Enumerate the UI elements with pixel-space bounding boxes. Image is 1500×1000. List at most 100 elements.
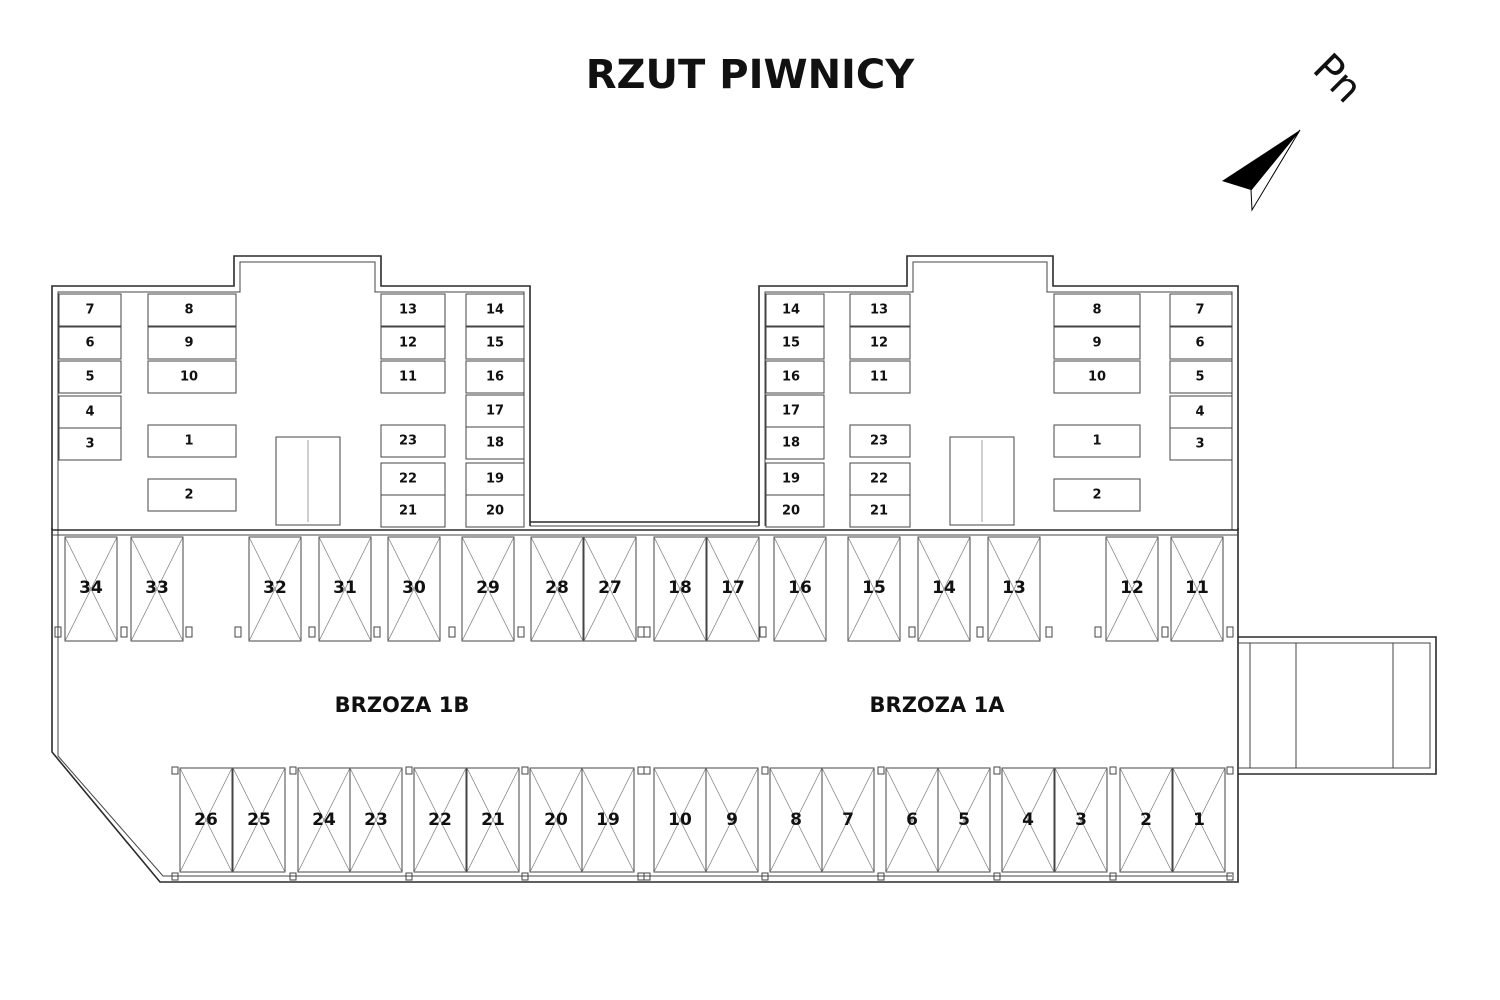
parking-top-space-17 <box>706 536 760 642</box>
storage-left-c-13: 13 <box>399 303 417 318</box>
storage-right-d-7-cell <box>1169 293 1233 327</box>
storage-left-a-5: 5 <box>85 370 94 385</box>
parking-top-diagonal <box>1105 536 1159 642</box>
storage-right-d-5: 5 <box>1195 370 1204 385</box>
column-marker <box>643 872 651 881</box>
parking-top-diagonal <box>773 536 827 642</box>
column-marker <box>1045 626 1053 638</box>
parking-bottom-diagonal <box>1001 767 1055 873</box>
storage-right-b-21-cell <box>849 494 911 528</box>
storage-right-c-9-cell <box>1053 326 1141 360</box>
column-marker <box>521 766 529 775</box>
column-marker <box>405 766 413 775</box>
parking-bottom-space-21 <box>466 767 520 873</box>
parking-bottom-diagonal <box>413 767 467 873</box>
parking-bottom-diagonal <box>821 767 875 873</box>
column-marker <box>171 872 179 881</box>
storage-left-d-17: 17 <box>486 404 504 419</box>
parking-top-diagonal <box>1170 536 1224 642</box>
parking-bottom-diagonal <box>1119 767 1173 873</box>
parking-top-diagonal <box>653 536 707 642</box>
stairwell-right <box>949 436 1015 526</box>
column-marker <box>373 626 381 638</box>
storage-right-b-22: 22 <box>870 472 888 487</box>
storage-right-b-11: 11 <box>870 370 888 385</box>
column-marker <box>289 766 297 775</box>
parking-bottom-label-5: 5 <box>958 810 970 830</box>
storage-right-a-20: 20 <box>782 504 800 519</box>
parking-bottom-label-4: 4 <box>1022 810 1034 830</box>
storage-left-a-7-cell <box>58 293 122 327</box>
parking-top-label-28: 28 <box>545 578 569 598</box>
parking-bottom-diagonal <box>1054 767 1108 873</box>
parking-bottom-label-9: 9 <box>726 810 738 830</box>
stairwell-left <box>275 436 341 526</box>
storage-left-b-8-cell <box>147 293 237 327</box>
storage-left-d-16-cell <box>465 360 525 394</box>
parking-bottom-diagonal <box>581 767 635 873</box>
parking-top-diagonal <box>461 536 515 642</box>
column-marker <box>759 626 767 638</box>
column-marker <box>120 626 128 638</box>
storage-left-a-7: 7 <box>85 303 94 318</box>
column-marker <box>54 626 62 638</box>
parking-top-space-15 <box>847 536 901 642</box>
parking-top-diagonal <box>530 536 584 642</box>
storage-left-a-4: 4 <box>85 405 94 420</box>
parking-top-label-18: 18 <box>668 578 692 598</box>
storage-left-c-21-cell <box>380 494 446 528</box>
parking-top-space-11 <box>1170 536 1224 642</box>
parking-top-label-15: 15 <box>862 578 886 598</box>
storage-left-b-10-cell <box>147 360 237 394</box>
parking-top-space-16 <box>773 536 827 642</box>
column-marker <box>643 766 651 775</box>
column-marker <box>1109 872 1117 881</box>
parking-bottom-label-23: 23 <box>364 810 388 830</box>
column-marker <box>877 766 885 775</box>
storage-left-a-6: 6 <box>85 336 94 351</box>
column-marker <box>637 766 645 775</box>
column-marker <box>521 872 529 881</box>
parking-bottom-space-9 <box>705 767 759 873</box>
parking-top-space-14 <box>917 536 971 642</box>
north-label: Pn <box>1304 45 1371 112</box>
column-marker <box>185 626 193 638</box>
parking-bottom-label-26: 26 <box>194 810 218 830</box>
column-marker <box>448 626 456 638</box>
storage-right-d-4: 4 <box>1195 405 1204 420</box>
parking-bottom-label-10: 10 <box>668 810 692 830</box>
parking-bottom-space-26 <box>179 767 233 873</box>
parking-bottom-space-22 <box>413 767 467 873</box>
parking-top-space-30 <box>387 536 441 642</box>
storage-right-d-6-cell <box>1169 326 1233 360</box>
storage-left-c-23-cell <box>380 424 446 458</box>
parking-bottom-label-2: 2 <box>1140 810 1152 830</box>
storage-right-d-3: 3 <box>1195 437 1204 452</box>
storage-right-b-12: 12 <box>870 336 888 351</box>
parking-bottom-label-19: 19 <box>596 810 620 830</box>
parking-bottom-space-2 <box>1119 767 1173 873</box>
storage-right-c-8: 8 <box>1092 303 1101 318</box>
storage-left-c-21: 21 <box>399 504 417 519</box>
storage-left-d-19: 19 <box>486 472 504 487</box>
column-marker <box>877 872 885 881</box>
column-marker <box>976 626 984 638</box>
parking-bottom-space-19 <box>581 767 635 873</box>
parking-bottom-diagonal <box>232 767 286 873</box>
generated-plan-elements: 7654389101213121123222114151617181920141… <box>54 293 1234 881</box>
parking-top-label-17: 17 <box>721 578 745 598</box>
parking-bottom-label-24: 24 <box>312 810 336 830</box>
parking-bottom-diagonal <box>705 767 759 873</box>
storage-left-c-13-cell <box>380 293 446 327</box>
storage-right-c-1-cell <box>1053 424 1141 458</box>
column-marker <box>171 766 179 775</box>
storage-left-b-2: 2 <box>184 488 193 503</box>
storage-right-c-9: 9 <box>1092 336 1101 351</box>
storage-right-c-10-cell <box>1053 360 1141 394</box>
storage-right-d-3-cell <box>1169 427 1233 461</box>
parking-top-diagonal <box>387 536 441 642</box>
column-marker <box>761 872 769 881</box>
storage-left-d-20: 20 <box>486 504 504 519</box>
column-marker <box>637 626 645 638</box>
